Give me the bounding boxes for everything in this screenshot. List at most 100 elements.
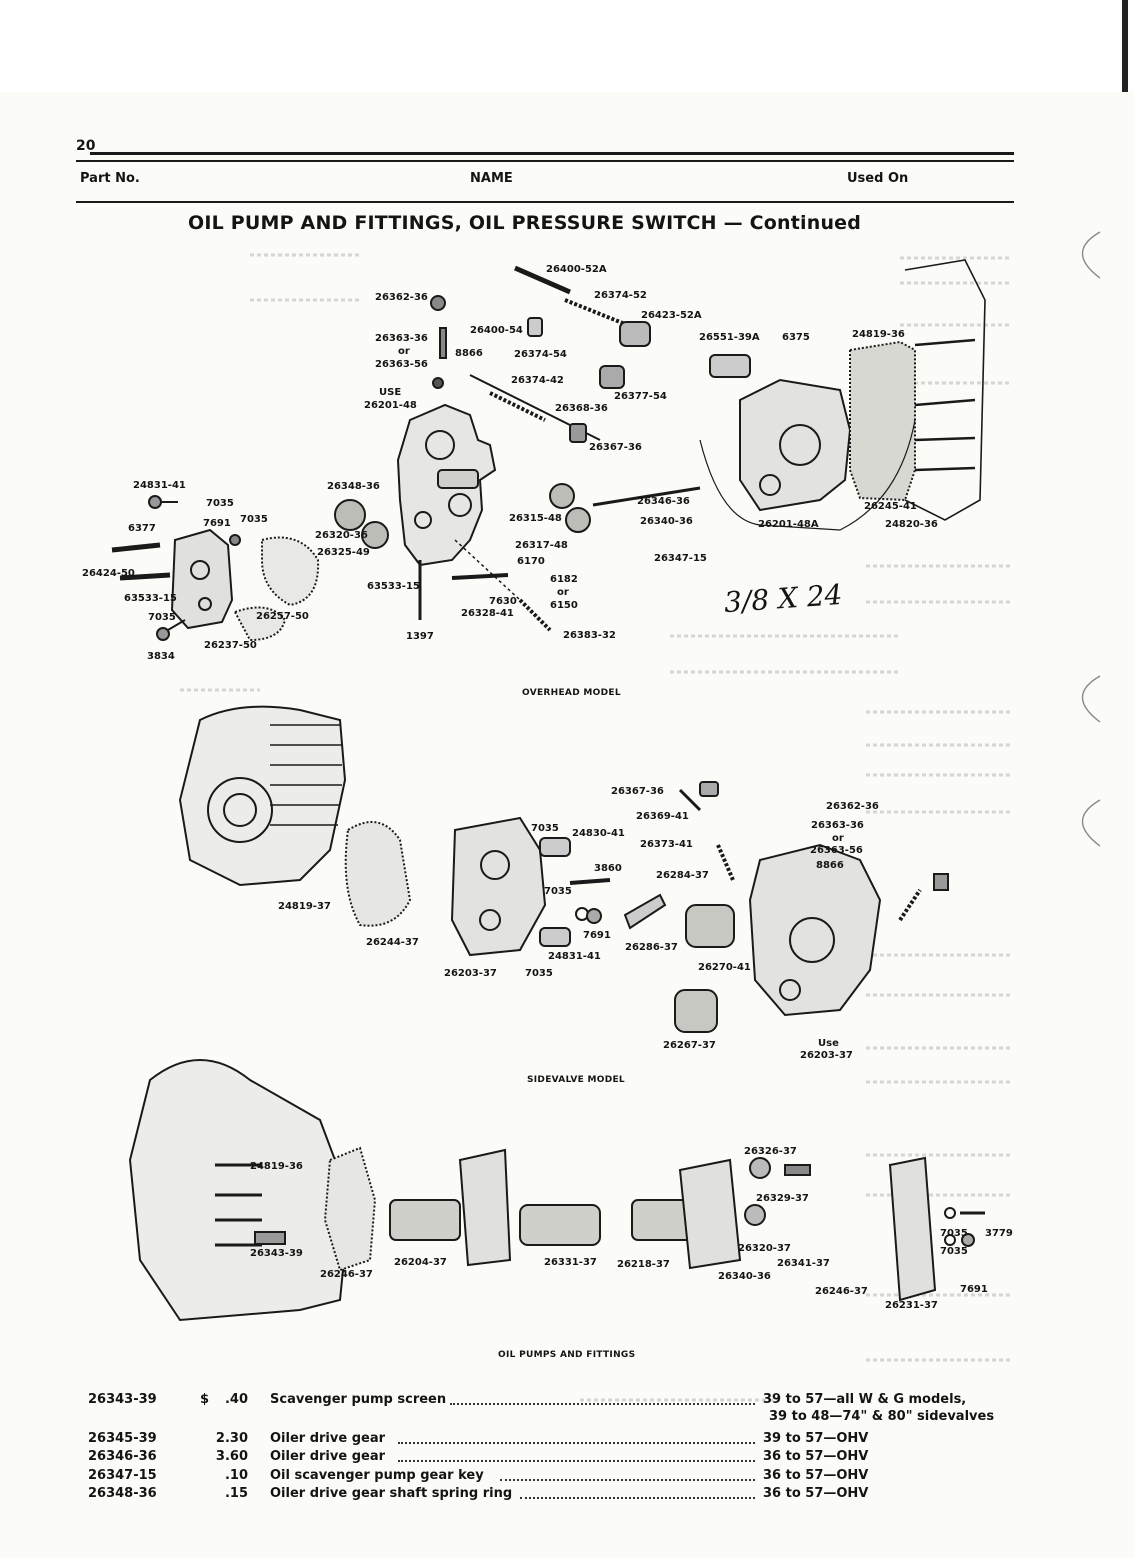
callout: 26203-37 xyxy=(444,968,497,979)
callout: or xyxy=(557,587,569,598)
column-header-part-no: Part No. xyxy=(80,171,140,186)
used-on: 36 to 57—OHV xyxy=(763,1468,869,1483)
callout: 26231-37 xyxy=(885,1300,938,1311)
price: .15 xyxy=(224,1486,248,1501)
callout: 26244-37 xyxy=(366,937,419,948)
callout: 26347-15 xyxy=(654,553,707,564)
table-row: 26343-39 $ .40 Scavenger pump screen 39 … xyxy=(88,1392,1008,1424)
part-name: Oiler drive gear xyxy=(270,1449,386,1464)
callout: 24820-36 xyxy=(885,519,938,530)
callout: 26246-37 xyxy=(320,1269,373,1280)
callout: 26317-48 xyxy=(515,540,568,551)
callout: 6375 xyxy=(782,332,810,343)
callout: 26325-49 xyxy=(317,547,370,558)
part-name: Scavenger pump screen xyxy=(270,1392,447,1407)
callout: 26315-48 xyxy=(509,513,562,524)
callout: 26328-41 xyxy=(461,608,514,619)
table-row: 26346-36 3.60 Oiler drive gear 36 to 57—… xyxy=(88,1449,1008,1467)
callout: 26424-50 xyxy=(82,568,135,579)
callout: 24831-41 xyxy=(548,951,601,962)
used-on: 36 to 57—OHV xyxy=(763,1449,869,1464)
callout: 26363-56 xyxy=(375,359,428,370)
callout: 26284-37 xyxy=(656,870,709,881)
leader-dots xyxy=(500,1473,755,1481)
part-name: Oil scavenger pump gear key xyxy=(270,1468,484,1483)
scan-top-margin xyxy=(0,0,1134,92)
callout: 26201-48 xyxy=(364,400,417,411)
column-header-name: NAME xyxy=(470,171,513,186)
callout: 26400-54 xyxy=(470,325,523,336)
callout: 6182 xyxy=(550,574,578,585)
callout: 26551-39A xyxy=(699,332,760,343)
table-row: 26347-15 .10 Oil scavenger pump gear key… xyxy=(88,1468,1008,1486)
part-number: 26347-15 xyxy=(88,1468,157,1483)
callout: 3860 xyxy=(594,863,622,874)
callout: 7035 xyxy=(531,823,559,834)
used-on: 36 to 57—OHV xyxy=(763,1486,869,1501)
sidevalve-model-caption: SIDEVALVE MODEL xyxy=(527,1075,625,1085)
callout: 26346-36 xyxy=(637,496,690,507)
callout: 6170 xyxy=(517,556,545,567)
callout: 7035 xyxy=(544,886,572,897)
callout: 26363-36 xyxy=(811,820,864,831)
callout: or xyxy=(398,346,410,357)
currency-symbol: $ xyxy=(200,1392,210,1407)
callout: 26362-36 xyxy=(375,292,428,303)
price: .10 xyxy=(224,1468,248,1483)
callout: 26400-52A xyxy=(546,264,607,275)
callout: 7691 xyxy=(583,930,611,941)
callout: 26204-37 xyxy=(394,1257,447,1268)
header-rule xyxy=(76,160,1014,162)
callout: 26267-37 xyxy=(663,1040,716,1051)
callout: 26374-54 xyxy=(514,349,567,360)
header-rule xyxy=(90,152,1014,155)
page-title: OIL PUMP AND FITTINGS, OIL PRESSURE SWIT… xyxy=(188,212,862,234)
leader-dots xyxy=(398,1454,755,1462)
callout: 26201-48A xyxy=(758,519,819,530)
callout: 3834 xyxy=(147,651,175,662)
callout: 7630 xyxy=(489,596,517,607)
callout: 7035 xyxy=(206,498,234,509)
callout: 7035 xyxy=(240,514,268,525)
callout: 26257-50 xyxy=(256,611,309,622)
callout: 8866 xyxy=(816,860,844,871)
callout: 7691 xyxy=(203,518,231,529)
part-number: 26346-36 xyxy=(88,1449,157,1464)
callout: 24819-36 xyxy=(852,329,905,340)
callout: 26423-52A xyxy=(641,310,702,321)
scan-edge xyxy=(1122,0,1128,92)
column-header-used-on: Used On xyxy=(847,171,909,186)
callout: 26363-56 xyxy=(810,845,863,856)
callout: 26374-52 xyxy=(594,290,647,301)
callout: 26286-37 xyxy=(625,942,678,953)
callout: 26237-50 xyxy=(204,640,257,651)
callout: 63533-15 xyxy=(367,581,420,592)
callout: 26320-36 xyxy=(315,530,368,541)
used-on: 39 to 57—OHV xyxy=(763,1431,869,1446)
callout: 7035 xyxy=(525,968,553,979)
overhead-model-caption: OVERHEAD MODEL xyxy=(522,688,621,698)
callout: 7035 xyxy=(148,612,176,623)
header-rule xyxy=(76,201,1014,203)
price: 3.60 xyxy=(215,1449,248,1464)
callout: 3779 xyxy=(985,1228,1013,1239)
leader-dots xyxy=(450,1397,755,1405)
callout: 26362-36 xyxy=(826,801,879,812)
callout: 6377 xyxy=(128,523,156,534)
callout: 26343-39 xyxy=(250,1248,303,1259)
callout: 26374-42 xyxy=(511,375,564,386)
callout: 26326-37 xyxy=(744,1146,797,1157)
callout: 26340-36 xyxy=(640,516,693,527)
oil-pumps-caption: OIL PUMPS AND FITTINGS xyxy=(498,1350,636,1360)
callout: 26341-37 xyxy=(777,1258,830,1269)
part-number: 26348-36 xyxy=(88,1486,157,1501)
table-row: 26345-39 2.30 Oiler drive gear 39 to 57—… xyxy=(88,1431,1008,1449)
used-on: 39 to 48—74" & 80" sidevalves xyxy=(769,1409,995,1424)
callout: 26340-36 xyxy=(718,1271,771,1282)
callout: 26368-36 xyxy=(555,403,608,414)
leader-dots xyxy=(520,1491,755,1499)
callout: USE xyxy=(379,387,402,398)
